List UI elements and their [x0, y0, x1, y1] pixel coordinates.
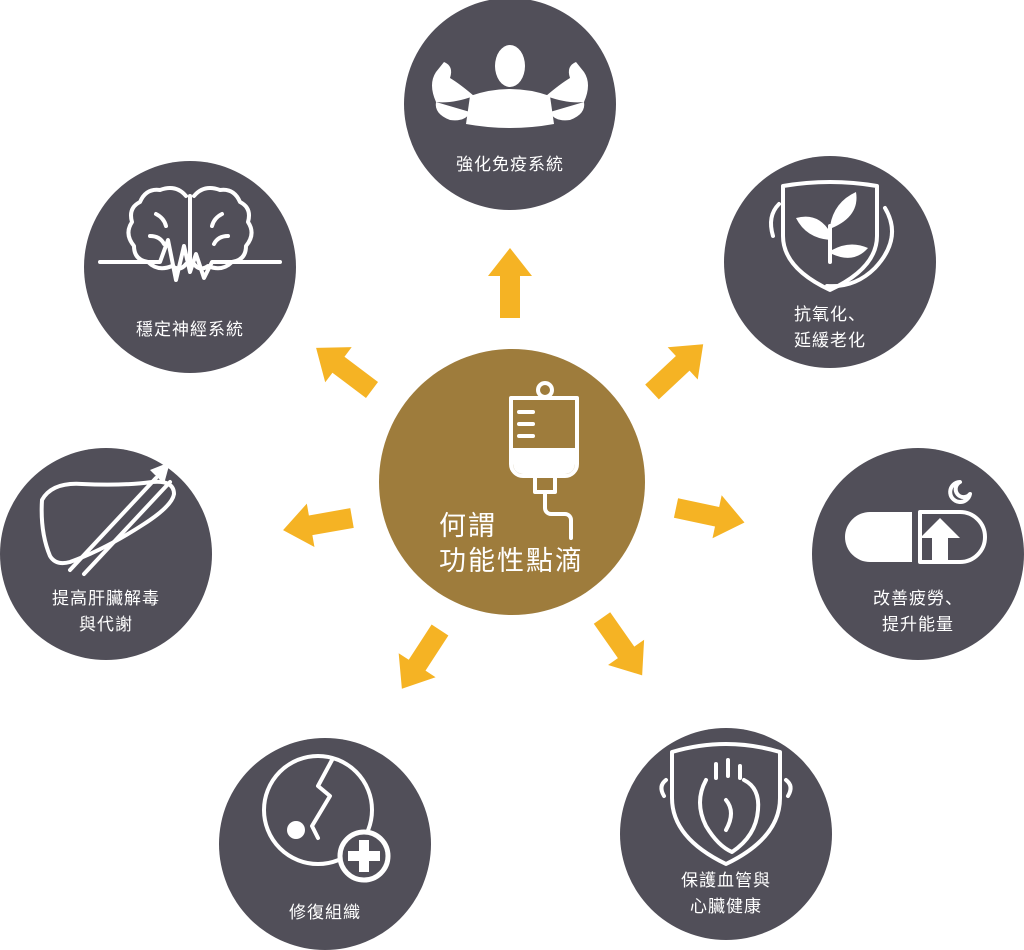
node-immune-line1: 強化免疫系統 — [456, 155, 564, 175]
arrow-to-immune — [488, 248, 532, 318]
node-nerve-line1: 穩定神經系統 — [136, 320, 244, 340]
center-title-line2: 功能性點滴 — [439, 546, 584, 577]
node-energy: 改善疲勞、 提升能量 — [812, 448, 1024, 660]
arrow-to-energy — [673, 495, 745, 539]
arrow-to-liver — [283, 503, 354, 547]
node-immune: 強化免疫系統 — [404, 0, 616, 210]
arrow-to-antiaging — [645, 344, 704, 400]
node-energy-line1: 改善疲勞、 — [873, 589, 963, 609]
node-energy-line2: 提升能量 — [882, 615, 954, 635]
node-nerve: 穩定神經系統 — [84, 161, 296, 373]
center-node: 何謂 功能性點滴 — [379, 349, 645, 615]
arrow-to-nerve — [316, 347, 379, 398]
capsule-arrow-up-icon — [845, 480, 987, 564]
shield-plant-icon — [769, 180, 894, 292]
heart-shield-icon — [659, 742, 793, 866]
node-heart: 保護血管與 心臟健康 — [620, 728, 832, 940]
node-antiaging: 抗氧化、 延緩老化 — [724, 156, 936, 368]
node-liver-line2: 與代謝 — [79, 615, 133, 635]
center-title-line1: 何謂 — [439, 511, 497, 542]
node-liver-line1: 提高肝臟解毒 — [52, 589, 160, 609]
node-antiaging-line2: 延緩老化 — [794, 331, 866, 351]
node-heart-line1: 保護血管與 — [681, 871, 771, 891]
node-antiaging-line1: 抗氧化、 — [794, 305, 866, 325]
arrows-group — [283, 248, 745, 689]
bone-repair-icon — [262, 754, 391, 883]
node-repair-line1: 修復組織 — [289, 903, 361, 923]
iv-drip-bag-icon — [509, 381, 579, 540]
arrow-to-repair — [398, 624, 449, 689]
node-liver: 提高肝臟解毒 與代謝 — [0, 448, 212, 660]
liver-arrow-icon — [39, 462, 176, 576]
brain-wave-icon — [98, 186, 282, 282]
muscle-torso-icon — [432, 45, 588, 128]
node-heart-line2: 心臟健康 — [690, 897, 762, 917]
node-repair: 修復組織 — [219, 738, 431, 950]
arrow-to-heart — [593, 612, 645, 676]
